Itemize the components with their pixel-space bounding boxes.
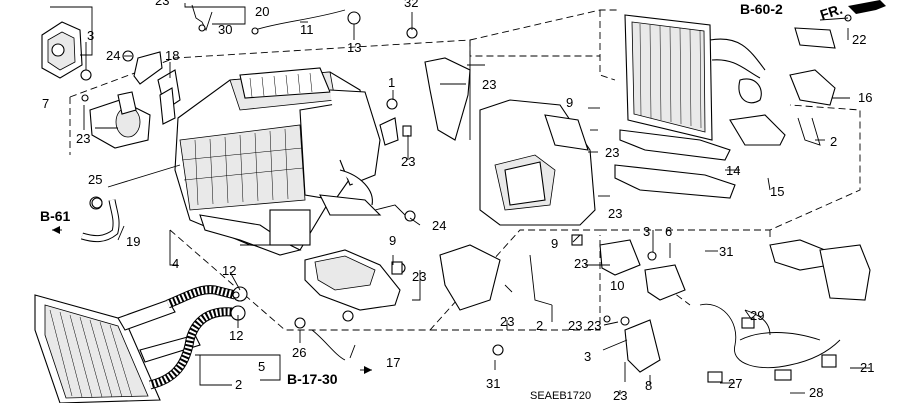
callout-3-a: 3 bbox=[87, 28, 94, 43]
evaporator-core bbox=[624, 14, 766, 141]
callout-1: 1 bbox=[388, 75, 395, 90]
front-arrow-icon bbox=[848, 0, 886, 14]
callout-2-c: 2 bbox=[830, 134, 837, 149]
callout-18: 18 bbox=[165, 48, 179, 63]
ref-arrows bbox=[52, 0, 886, 374]
callout-11: 11 bbox=[300, 22, 314, 37]
callout-9-b: 9 bbox=[389, 233, 396, 248]
ref-b17-30: B-17-30 bbox=[287, 371, 338, 387]
reference-labels: B-60-2 FR. B-61 B-17-30 SEAEB1720 bbox=[40, 1, 844, 402]
heater-core bbox=[34, 294, 201, 404]
callout-24-a: 24 bbox=[106, 48, 120, 63]
callout-24-b: 24 bbox=[432, 218, 446, 233]
cable-11 bbox=[251, 9, 346, 35]
callout-16: 16 bbox=[858, 90, 872, 105]
ref-b60-2: B-60-2 bbox=[740, 1, 783, 17]
callout-23-k: 23 bbox=[613, 388, 627, 403]
callout-7: 7 bbox=[42, 96, 49, 111]
arrow-left-icon bbox=[52, 226, 60, 234]
callout-15: 15 bbox=[770, 184, 784, 199]
callout-20: 20 bbox=[255, 4, 269, 19]
callout-32: 32 bbox=[404, 0, 418, 10]
hvac-unit-body bbox=[174, 67, 382, 256]
ref-fr: FR. bbox=[818, 1, 844, 23]
callout-2-a: 2 bbox=[536, 318, 543, 333]
callout-27: 27 bbox=[728, 376, 742, 391]
drawing-code: SEAEB1720 bbox=[530, 390, 591, 402]
clip-24 bbox=[133, 51, 163, 85]
callout-3-c: 3 bbox=[584, 349, 591, 364]
callout-13: 13 bbox=[347, 40, 361, 55]
callout-23-a: 23 bbox=[76, 131, 90, 146]
evaporator-case bbox=[479, 99, 596, 226]
callout-28: 28 bbox=[809, 385, 823, 400]
seals-14 bbox=[614, 129, 736, 199]
callout-31-a: 31 bbox=[719, 244, 733, 259]
misc-brackets bbox=[199, 125, 583, 386]
callout-6: 6 bbox=[665, 224, 672, 239]
sensor-20 bbox=[191, 4, 213, 32]
callout-12-b: 12 bbox=[229, 328, 243, 343]
callout-8: 8 bbox=[645, 378, 652, 393]
expansion-valve-parts bbox=[729, 14, 852, 146]
motor-18 bbox=[157, 69, 181, 125]
callout-9-c: 9 bbox=[551, 236, 558, 251]
callout-5: 5 bbox=[258, 359, 265, 374]
callout-labels: 23 20 30 11 13 32 3 24 18 7 1 23 23 23 9… bbox=[42, 0, 874, 403]
callout-21: 21 bbox=[860, 360, 874, 375]
callout-22: 22 bbox=[852, 32, 866, 47]
callout-23-h: 23 bbox=[500, 314, 514, 329]
callout-31-b: 31 bbox=[486, 376, 500, 391]
callout-26: 26 bbox=[292, 345, 306, 360]
callout-29: 29 bbox=[750, 308, 764, 323]
callout-10: 10 bbox=[610, 278, 624, 293]
callout-2-b: 2 bbox=[235, 377, 242, 392]
heater-hoses bbox=[148, 285, 248, 390]
callout-25: 25 bbox=[88, 172, 102, 187]
wiring-harness bbox=[699, 239, 871, 383]
blower-lower bbox=[304, 244, 501, 311]
callout-23-g: 23 bbox=[574, 256, 588, 271]
blower-part-left bbox=[89, 91, 151, 149]
mode-actuator-7 bbox=[41, 21, 83, 79]
callout-4: 4 bbox=[172, 256, 179, 271]
bracket-center bbox=[379, 57, 471, 146]
callout-23-c: 23 bbox=[401, 154, 415, 169]
arrow-right-icon bbox=[364, 366, 372, 374]
callout-23-b: 23 bbox=[482, 77, 496, 92]
ref-b61: B-61 bbox=[40, 208, 71, 224]
callout-19: 19 bbox=[126, 234, 140, 249]
leader-lines bbox=[50, 3, 870, 395]
callout-23-j: 23 bbox=[587, 318, 601, 333]
callout-23-f: 23 bbox=[412, 269, 426, 284]
callout-3-b: 3 bbox=[643, 224, 650, 239]
actuators bbox=[599, 239, 686, 373]
callout-23-e: 23 bbox=[608, 206, 622, 221]
callout-12-a: 12 bbox=[222, 263, 236, 278]
callout-9-a: 9 bbox=[566, 95, 573, 110]
callout-23-d: 23 bbox=[605, 145, 619, 160]
callout-23-i: 23 bbox=[568, 318, 582, 333]
callout-17: 17 bbox=[386, 355, 400, 370]
callout-23-top: 23 bbox=[155, 0, 169, 8]
callout-30: 30 bbox=[218, 22, 232, 37]
callout-14: 14 bbox=[726, 163, 740, 178]
